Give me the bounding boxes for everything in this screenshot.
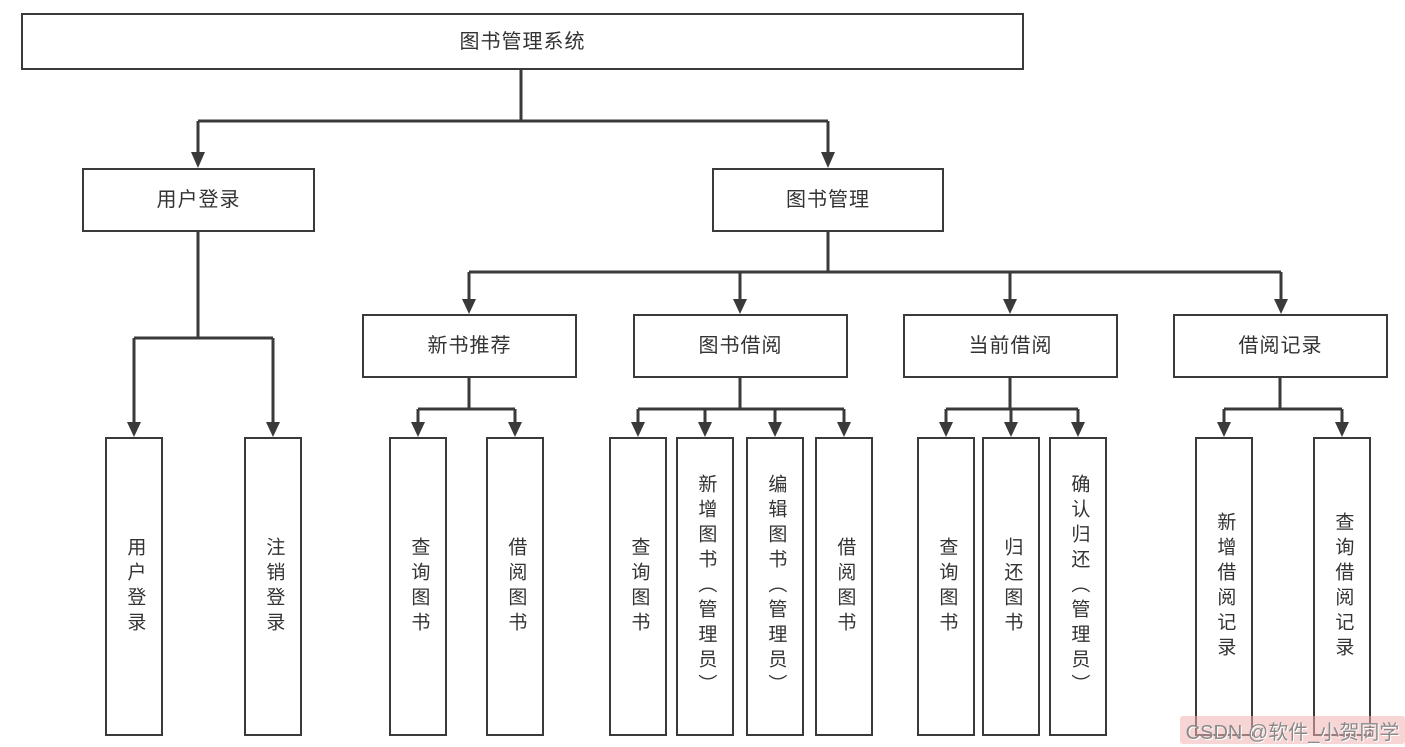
node-label: 查询图书	[628, 536, 650, 637]
node-label: 查询图书	[936, 536, 958, 637]
node-label: 借阅图书	[834, 536, 856, 637]
node-label: 查询图书	[408, 536, 430, 637]
node-label: 借阅记录	[1238, 335, 1323, 357]
csdn-watermark: CSDN @软件_小贺同学	[1180, 716, 1405, 744]
node-leaf-query-books-recommend: 查询图书	[389, 437, 447, 736]
node-leaf-query-books-current: 查询图书	[917, 437, 975, 736]
node-label: 新书推荐	[427, 335, 512, 357]
node-label: 图书管理系统	[459, 30, 586, 53]
node-label: 图书借阅	[698, 335, 783, 357]
node-label: 当前借阅	[968, 335, 1053, 357]
node-label: 借阅图书	[505, 536, 527, 637]
node-borrow-records: 借阅记录	[1173, 314, 1388, 378]
node-leaf-confirm-return-admin: 确认归还（管理员）	[1049, 437, 1107, 736]
node-leaf-add-borrow-record: 新增借阅记录	[1195, 437, 1253, 736]
node-label: 新增借阅记录	[1214, 511, 1236, 662]
node-label: 注销登录	[263, 536, 285, 637]
node-user-login: 用户登录	[82, 168, 315, 232]
node-root-system: 图书管理系统	[21, 13, 1024, 70]
node-leaf-edit-book-admin: 编辑图书（管理员）	[746, 437, 804, 736]
node-label: 确认归还（管理员）	[1068, 474, 1090, 699]
node-leaf-query-borrow-record: 查询借阅记录	[1313, 437, 1371, 736]
node-label: 新增图书（管理员）	[695, 474, 717, 699]
node-leaf-borrow-book: 借阅图书	[815, 437, 873, 736]
node-leaf-return-book: 归还图书	[982, 437, 1040, 736]
node-leaf-add-book-admin: 新增图书（管理员）	[676, 437, 734, 736]
node-label: 编辑图书（管理员）	[765, 474, 787, 699]
watermark-text: CSDN @软件_小贺同学	[1185, 721, 1400, 744]
node-leaf-query-books-borrow: 查询图书	[609, 437, 667, 736]
node-current-borrow: 当前借阅	[903, 314, 1118, 378]
node-label: 图书管理	[786, 189, 870, 211]
node-book-management: 图书管理	[712, 168, 944, 232]
node-leaf-logout: 注销登录	[244, 437, 302, 736]
node-label: 用户登录	[124, 536, 146, 637]
node-leaf-user-login: 用户登录	[105, 437, 163, 736]
node-book-borrow: 图书借阅	[633, 314, 848, 378]
node-label: 用户登录	[156, 189, 241, 211]
node-label: 查询借阅记录	[1332, 511, 1354, 662]
node-leaf-borrow-books-recommend: 借阅图书	[486, 437, 544, 736]
arrowheads	[127, 152, 1349, 437]
node-label: 归还图书	[1001, 536, 1023, 637]
node-new-book-recommend: 新书推荐	[362, 314, 577, 378]
